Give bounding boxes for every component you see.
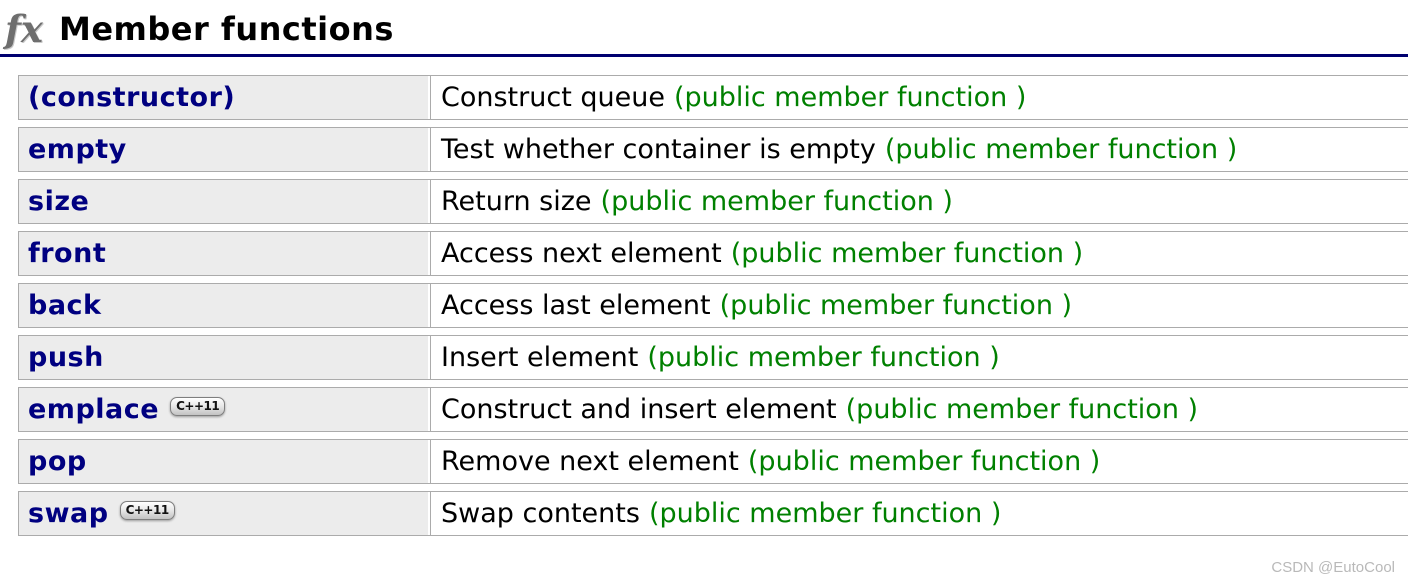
member-name-cell: swap C++11 — [19, 492, 431, 535]
table-row: emplace C++11 Construct and insert eleme… — [18, 387, 1408, 432]
member-note: (public member function ) — [845, 394, 1199, 425]
member-description: Return size — [441, 186, 592, 217]
member-name-cell: back — [19, 284, 431, 327]
member-note: (public member function ) — [730, 238, 1084, 269]
member-link[interactable]: (constructor) — [28, 82, 236, 113]
member-name-cell: pop — [19, 440, 431, 483]
member-description-cell: Construct queue (public member function … — [431, 76, 1408, 119]
table-row: back Access last element (public member … — [18, 283, 1408, 328]
table-row: pop Remove next element (public member f… — [18, 439, 1408, 484]
member-description: Access last element — [441, 290, 711, 321]
table-row: swap C++11 Swap contents (public member … — [18, 491, 1408, 536]
table-row: empty Test whether container is empty (p… — [18, 127, 1408, 172]
member-link[interactable]: size — [28, 186, 90, 217]
table-row: push Insert element (public member funct… — [18, 335, 1408, 380]
watermark: CSDN @EutoCool — [1271, 559, 1395, 576]
member-link[interactable]: front — [28, 238, 107, 269]
member-description-cell: Test whether container is empty (public … — [431, 128, 1408, 171]
member-name-cell: front — [19, 232, 431, 275]
member-link[interactable]: empty — [28, 134, 127, 165]
member-description: Test whether container is empty — [441, 134, 876, 165]
member-link[interactable]: push — [28, 342, 104, 373]
member-note: (public member function ) — [673, 82, 1027, 113]
member-description-cell: Insert element (public member function ) — [431, 336, 1408, 379]
member-link[interactable]: back — [28, 290, 102, 321]
member-description-cell: Construct and insert element (public mem… — [431, 388, 1408, 431]
member-description-cell: Swap contents (public member function ) — [431, 492, 1408, 535]
member-link[interactable]: pop — [28, 446, 87, 477]
member-description-cell: Access next element (public member funct… — [431, 232, 1408, 275]
member-name-cell: push — [19, 336, 431, 379]
member-description: Construct queue — [441, 82, 665, 113]
member-note: (public member function ) — [884, 134, 1238, 165]
table-row: (constructor) Construct queue (public me… — [18, 75, 1408, 120]
table-row: size Return size (public member function… — [18, 179, 1408, 224]
member-note: (public member function ) — [648, 498, 1002, 529]
member-note: (public member function ) — [600, 186, 953, 217]
page-title: Member functions — [58, 10, 394, 48]
member-link[interactable]: emplace — [28, 394, 160, 425]
member-description: Remove next element — [441, 446, 739, 477]
member-table: (constructor) Construct queue (public me… — [18, 75, 1408, 536]
member-description-cell: Return size (public member function ) — [431, 180, 1408, 223]
member-description-cell: Access last element (public member funct… — [431, 284, 1408, 327]
function-icon: fx — [5, 7, 43, 51]
member-note: (public member function ) — [647, 342, 1000, 373]
member-note: (public member function ) — [719, 290, 1073, 321]
member-description: Access next element — [441, 238, 722, 269]
cpp11-badge: C++11 — [119, 500, 175, 520]
member-name-cell: (constructor) — [19, 76, 431, 119]
member-description: Construct and insert element — [441, 394, 837, 425]
member-note: (public member function ) — [747, 446, 1101, 477]
member-name-cell: emplace C++11 — [19, 388, 431, 431]
section-header: fx Member functions — [0, 0, 1408, 57]
cpp11-badge: C++11 — [170, 396, 226, 416]
table-row: front Access next element (public member… — [18, 231, 1408, 276]
member-description: Swap contents — [441, 498, 640, 529]
member-description-cell: Remove next element (public member funct… — [431, 440, 1408, 483]
member-description: Insert element — [441, 342, 639, 373]
member-link[interactable]: swap — [28, 498, 109, 529]
member-name-cell: empty — [19, 128, 431, 171]
member-name-cell: size — [19, 180, 431, 223]
